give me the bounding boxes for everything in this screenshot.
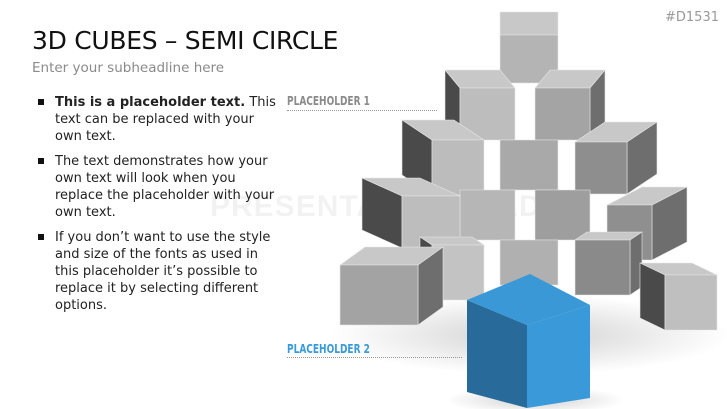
bullet-bold: This is a placeholder text. [55, 95, 246, 110]
placeholder-1-label: PLACEHOLDER 1 [287, 93, 370, 108]
gray-cube [499, 239, 559, 286]
slide-title: 3D CUBES – SEMI CIRCLE [32, 26, 339, 55]
bullet-text: The text demonstrates how your own text … [55, 154, 275, 220]
gray-cube [499, 11, 559, 84]
blue-cube [445, 274, 625, 409]
gray-cube [459, 189, 516, 241]
bullet-item: If you don’t want to use the style and s… [38, 229, 278, 314]
placeholder-2-label: PLACEHOLDER 2 [287, 341, 370, 356]
gray-cube [639, 262, 718, 331]
gray-cube [361, 177, 461, 249]
gray-cube [574, 121, 658, 195]
placeholder-2-line [287, 357, 462, 358]
bullet-item: The text demonstrates how your own text … [38, 153, 278, 221]
slide-code: #D1531 [665, 10, 719, 25]
bullet-text: If you don’t want to use the style and s… [55, 230, 271, 313]
bullet-list: This is a placeholder text. This text ca… [38, 94, 278, 322]
bullet-text: This text can be replaced with your own … [55, 95, 276, 144]
gray-cube [339, 246, 444, 326]
bullet-item: This is a placeholder text. This text ca… [38, 94, 278, 145]
gray-cube [499, 139, 559, 191]
slide-subtitle: Enter your subheadline here [32, 60, 225, 76]
gray-cube [534, 189, 591, 241]
gray-cube [574, 231, 643, 296]
placeholder-1-line [287, 110, 437, 111]
gray-cube [401, 119, 485, 196]
